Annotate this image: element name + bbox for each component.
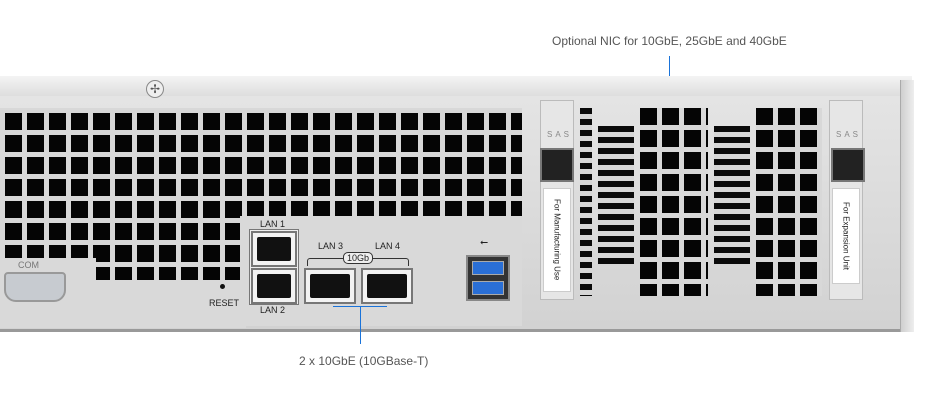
lan1-label: LAN 1 [260, 219, 286, 229]
slot-vent-1 [580, 108, 592, 296]
usb-icon: ⭠ [480, 237, 488, 248]
vent-grid-right [756, 108, 822, 296]
vent-grid-center [640, 108, 708, 296]
screw-icon: ✢ [146, 80, 164, 98]
lan2-label: LAN 2 [260, 305, 286, 315]
tag-expansion: For Expansion Unit [832, 188, 860, 284]
nic-callout-line [669, 56, 670, 94]
10gb-badge: 10Gb [343, 252, 374, 264]
nic-slot-1 [598, 126, 634, 266]
com-port [4, 272, 66, 302]
lan1-port[interactable] [251, 231, 297, 267]
com-label: COM [18, 260, 39, 270]
usb-ports[interactable] [466, 255, 510, 301]
lan2-port[interactable] [251, 268, 297, 304]
lan-callout: 2 x 10GbE (10GBase-T) [299, 354, 429, 368]
reset-label: RESET [209, 298, 240, 308]
lan-callout-line [360, 306, 361, 344]
lan4-label: LAN 4 [375, 241, 401, 251]
sas-port-right[interactable] [831, 148, 865, 182]
nic-callout: Optional NIC for 10GbE, 25GbE and 40GbE [552, 34, 787, 48]
nic-slot-2 [714, 126, 750, 266]
sas-port-left[interactable] [540, 148, 574, 182]
lan3-port[interactable] [304, 268, 356, 304]
tag-manufacturing: For Manufacturing Use [543, 188, 571, 292]
lan4-port[interactable] [361, 268, 413, 304]
chassis-side [900, 80, 914, 332]
chassis-top [0, 76, 912, 98]
sas-label-right: SAS [836, 130, 862, 139]
lan3-label: LAN 3 [318, 241, 344, 251]
sas-label-left: SAS [547, 130, 573, 139]
reset-button[interactable] [220, 284, 225, 289]
